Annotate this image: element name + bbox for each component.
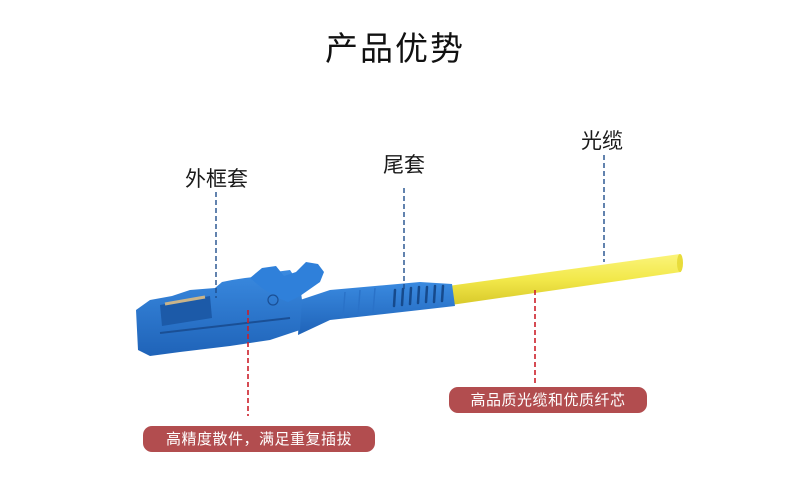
label-housing: 外框套 [185,167,248,191]
fiber-cable [448,254,683,305]
label-cable: 光缆 [581,129,623,153]
connector-housing [136,262,324,356]
boot [298,282,455,335]
badge-quality: 高品质光缆和优质纤芯 [449,387,647,413]
badge-precision: 高精度散件，满足重复插拔 [143,426,375,452]
page-title: 产品优势 [325,29,465,68]
label-boot: 尾套 [383,153,425,177]
leader-lines-blue [215,155,605,298]
leader-lines-red [247,290,536,416]
